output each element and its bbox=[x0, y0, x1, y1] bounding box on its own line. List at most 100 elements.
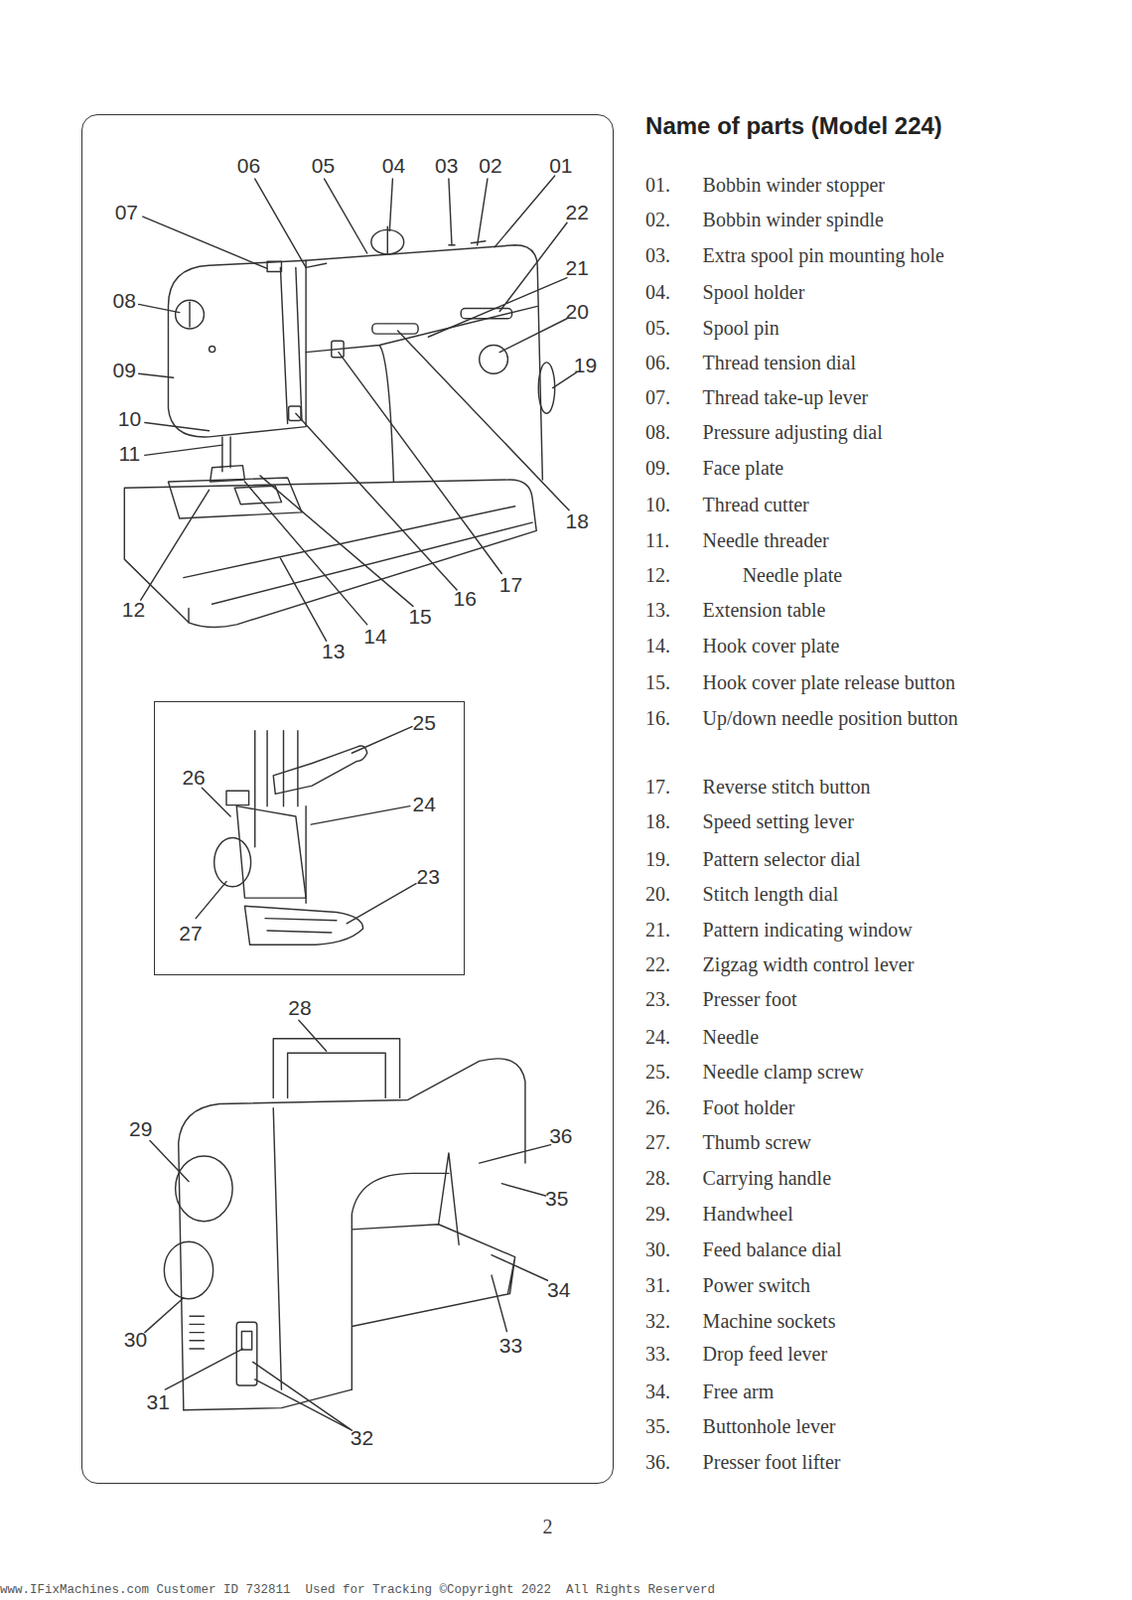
part-number: 16. bbox=[645, 701, 671, 736]
part-name: Thread cutter bbox=[703, 487, 810, 523]
part-name: Up/down needle position button bbox=[703, 701, 962, 736]
part-name: Carrying handle bbox=[703, 1160, 832, 1196]
free-arm bbox=[351, 1172, 515, 1390]
machine-arm-underside bbox=[305, 305, 538, 482]
part-number: 26. bbox=[645, 1090, 671, 1126]
reverse-button bbox=[331, 340, 344, 357]
leader-line bbox=[195, 726, 417, 924]
part-number: 28. bbox=[645, 1160, 671, 1196]
stitch-length-dial bbox=[479, 344, 509, 374]
callout-number: 21 bbox=[566, 256, 589, 281]
part-number: 03. bbox=[645, 238, 671, 274]
machine-bed bbox=[124, 479, 537, 627]
callout-number: 16 bbox=[453, 586, 477, 611]
part-number: 31. bbox=[645, 1268, 671, 1303]
part-number: 01. bbox=[645, 167, 671, 203]
callout-number: 03 bbox=[434, 153, 458, 178]
callout-number: 20 bbox=[566, 299, 589, 324]
part-number: 04. bbox=[645, 275, 671, 310]
part-number: 22. bbox=[645, 947, 671, 983]
part-name: Bobbin winder spindle bbox=[703, 202, 884, 238]
part-number: 34. bbox=[645, 1374, 671, 1410]
part-number: 06. bbox=[645, 345, 671, 381]
callout-number: 28 bbox=[287, 995, 311, 1020]
part-name: Needle threader bbox=[703, 523, 830, 559]
callout-number: 29 bbox=[129, 1117, 152, 1141]
part-number: 23. bbox=[645, 982, 671, 1017]
callout-number: 24 bbox=[412, 792, 435, 817]
part-number: 02. bbox=[645, 202, 671, 238]
presser-foot-sketch bbox=[244, 905, 363, 945]
presser-foot-sketch bbox=[210, 436, 246, 482]
page-number: 2 bbox=[543, 1509, 554, 1545]
part-number: 29. bbox=[645, 1196, 671, 1232]
callout-number: 14 bbox=[363, 624, 387, 649]
part-name: Machine sockets bbox=[703, 1303, 837, 1339]
callout-number: 17 bbox=[499, 572, 523, 597]
callout-number: 30 bbox=[124, 1327, 147, 1352]
part-name: Speed setting lever bbox=[703, 804, 854, 840]
part-name: Free arm bbox=[703, 1374, 775, 1410]
part-number: 10. bbox=[645, 487, 671, 523]
callout-number: 05 bbox=[311, 153, 335, 178]
part-name: Extra spool pin mounting hole bbox=[703, 238, 945, 274]
callout-number: 31 bbox=[145, 1390, 169, 1415]
part-name: Handwheel bbox=[703, 1196, 794, 1232]
leader-line bbox=[144, 1019, 552, 1430]
callout-number: 15 bbox=[408, 604, 431, 629]
needle-button bbox=[288, 406, 301, 421]
part-name: Feed balance dial bbox=[703, 1232, 843, 1268]
part-number: 24. bbox=[645, 1019, 671, 1055]
needle-area bbox=[438, 1152, 460, 1245]
machine-head bbox=[167, 260, 306, 437]
part-number: 27. bbox=[645, 1125, 671, 1160]
callout-number: 22 bbox=[566, 200, 589, 225]
callout-number: 19 bbox=[573, 353, 597, 378]
needle-bar bbox=[255, 730, 298, 848]
part-name: Face plate bbox=[703, 450, 785, 486]
part-name: Foot holder bbox=[703, 1090, 796, 1126]
callout-number: 08 bbox=[113, 288, 137, 313]
part-number: 30. bbox=[645, 1232, 671, 1268]
zigzag-lever bbox=[460, 307, 512, 318]
part-name: Extension table bbox=[703, 592, 827, 628]
callout-number: 02 bbox=[478, 153, 502, 178]
vent bbox=[189, 1315, 204, 1349]
part-name: Drop feed lever bbox=[703, 1336, 829, 1372]
part-name: Needle clamp screw bbox=[703, 1054, 864, 1090]
part-name: Spool holder bbox=[703, 275, 806, 310]
part-name: Needle plate bbox=[742, 558, 844, 593]
part-number: 15. bbox=[645, 665, 671, 701]
part-number: 32. bbox=[645, 1303, 671, 1339]
part-name: Pressure adjusting dial bbox=[703, 415, 883, 450]
callout-number: 32 bbox=[350, 1425, 374, 1450]
page-title: Name of parts (Model 224) bbox=[645, 112, 943, 141]
part-number: 33. bbox=[645, 1336, 671, 1372]
part-number: 25. bbox=[645, 1054, 671, 1090]
handwheel bbox=[175, 1155, 234, 1222]
callout-number: 26 bbox=[181, 765, 205, 790]
callout-number: 18 bbox=[566, 509, 589, 534]
callout-number: 33 bbox=[499, 1333, 523, 1358]
callout-number: 06 bbox=[237, 153, 261, 178]
part-number: 11. bbox=[645, 523, 670, 559]
watermark: www.IFixMachines.com Customer ID 732811 … bbox=[0, 1582, 715, 1597]
part-name: Stitch length dial bbox=[703, 876, 840, 912]
leader-line bbox=[139, 175, 577, 641]
part-number: 36. bbox=[645, 1444, 671, 1480]
part-name: Pattern selector dial bbox=[703, 842, 861, 877]
part-number: 09. bbox=[645, 450, 671, 486]
pressure-dial bbox=[175, 299, 205, 329]
callout-number: 25 bbox=[412, 710, 435, 735]
part-name: Presser foot lifter bbox=[703, 1444, 842, 1480]
part-name: Thread tension dial bbox=[703, 345, 856, 381]
callout-number: 23 bbox=[417, 864, 440, 889]
extension-table-seam bbox=[183, 506, 533, 623]
machine-back bbox=[178, 1058, 526, 1411]
top-fittings bbox=[305, 226, 486, 268]
foot-holder-top bbox=[226, 790, 250, 805]
carrying-handle bbox=[273, 1038, 400, 1099]
part-name: Hook cover plate release button bbox=[703, 665, 956, 701]
part-name: Power switch bbox=[703, 1268, 811, 1303]
part-number: 18. bbox=[645, 804, 671, 840]
